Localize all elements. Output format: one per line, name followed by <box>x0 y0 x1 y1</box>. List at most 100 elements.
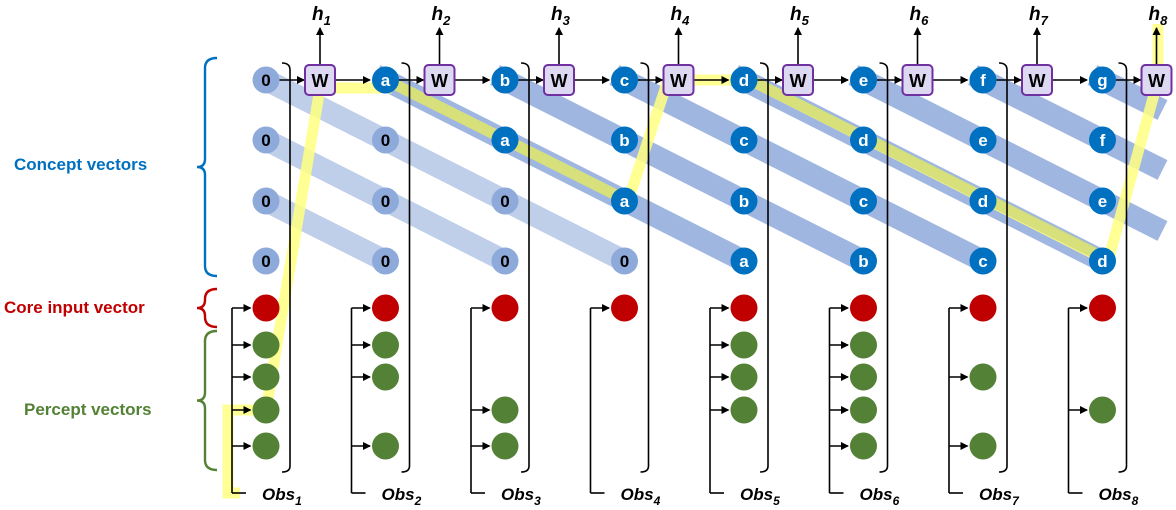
concept-node <box>372 247 399 275</box>
core-input-node <box>611 294 638 322</box>
zero-track-band <box>261 70 630 271</box>
concept-node <box>730 126 758 154</box>
output-label: h1 <box>312 4 331 28</box>
concept-node-label: d <box>978 192 988 211</box>
concept-node <box>611 66 638 94</box>
concept-node-label: 0 <box>381 192 390 211</box>
concept-node-label: f <box>980 71 986 90</box>
concept-node-label: b <box>619 131 629 150</box>
weight-box <box>1021 64 1053 96</box>
concept-node <box>491 66 519 94</box>
concept-track-band <box>490 65 869 271</box>
concept-node <box>969 126 997 154</box>
concept-node <box>969 66 997 94</box>
concept-node <box>252 66 280 94</box>
concept-node-label: f <box>1100 131 1106 150</box>
core-input-node <box>372 294 399 322</box>
weight-label: W <box>312 71 329 91</box>
concept-node-label: 0 <box>500 192 509 211</box>
concept-vectors-label: Concept vectors <box>14 155 148 174</box>
concept-node <box>969 247 997 275</box>
concept-node-label: c <box>978 252 987 271</box>
percept-node <box>969 432 997 460</box>
concept-node-label: 0 <box>381 252 390 271</box>
column-bracket <box>281 62 291 473</box>
core-input-node <box>252 294 280 322</box>
concept-node <box>969 187 997 215</box>
weight-box <box>304 64 336 96</box>
column-bracket <box>640 62 650 473</box>
percept-node <box>730 396 758 424</box>
column-bracket <box>1118 62 1128 473</box>
observation-label: Obs4 <box>621 485 661 508</box>
concept-node <box>372 126 399 154</box>
column-bracket <box>759 62 769 473</box>
concept-node <box>1089 66 1116 94</box>
zero-track-band <box>261 191 391 271</box>
percept-node <box>491 396 519 424</box>
concept-node-label: a <box>739 252 749 271</box>
concept-node-label: d <box>739 71 749 90</box>
concept-node <box>730 66 758 94</box>
weight-label: W <box>551 71 568 91</box>
output-label: h3 <box>551 4 571 28</box>
observation-label: Obs8 <box>1099 485 1139 508</box>
core-input-node <box>491 294 519 322</box>
concept-node-label: c <box>739 131 748 150</box>
concept-node <box>850 187 877 215</box>
core-input-vector-label: Core input vector <box>4 298 145 317</box>
concept-node-label: d <box>1097 252 1107 271</box>
percept-node <box>850 432 877 460</box>
weight-label: W <box>431 71 448 91</box>
output-label: h2 <box>432 4 452 28</box>
weight-box <box>782 64 814 96</box>
concept-node-label: a <box>500 131 510 150</box>
output-label: h4 <box>671 4 691 28</box>
concept-node <box>730 187 758 215</box>
core-input-node <box>969 294 997 322</box>
percept-node <box>372 331 399 359</box>
percept-vectors-label: Percept vectors <box>24 400 152 419</box>
percept-node <box>252 331 280 359</box>
concept-node-label: 0 <box>500 252 509 271</box>
concept-node-label: 0 <box>381 131 390 150</box>
output-label: h6 <box>910 4 930 28</box>
column-bracket <box>998 62 1008 473</box>
concept-node-label: 0 <box>620 252 629 271</box>
output-label: h7 <box>1029 4 1049 28</box>
core-input-brace <box>196 287 218 329</box>
weight-box <box>423 64 456 96</box>
percept-node <box>969 363 997 391</box>
output-label: h5 <box>790 4 810 28</box>
percept-node <box>850 331 877 359</box>
percept-node <box>252 396 280 424</box>
concept-node-label: c <box>859 192 868 211</box>
concept-node-label: b <box>739 192 749 211</box>
core-input-node <box>850 294 877 322</box>
percept-node <box>730 331 758 359</box>
concept-node <box>611 126 638 154</box>
column-bracket <box>520 62 530 473</box>
weight-label: W <box>790 71 807 91</box>
concept-node <box>850 126 877 154</box>
concept-node-label: 0 <box>261 71 270 90</box>
concept-node-label: 0 <box>261 192 270 211</box>
node-layer <box>252 64 1173 460</box>
concept-node-label: b <box>858 252 868 271</box>
core-input-node <box>730 294 758 322</box>
percept-node <box>850 396 877 424</box>
concept-node-label: e <box>978 131 987 150</box>
column-bracket <box>879 62 889 473</box>
percept-node <box>252 432 280 460</box>
concept-node <box>850 66 877 94</box>
concept-vectors-brace <box>196 56 218 278</box>
percept-node <box>372 432 399 460</box>
concept-node <box>252 187 280 215</box>
observation-label: Obs3 <box>501 485 541 508</box>
observation-label: Obs7 <box>979 485 1020 508</box>
percept-node <box>491 432 519 460</box>
concept-node <box>372 66 399 94</box>
weight-box <box>901 64 934 96</box>
weight-label: W <box>670 71 687 91</box>
